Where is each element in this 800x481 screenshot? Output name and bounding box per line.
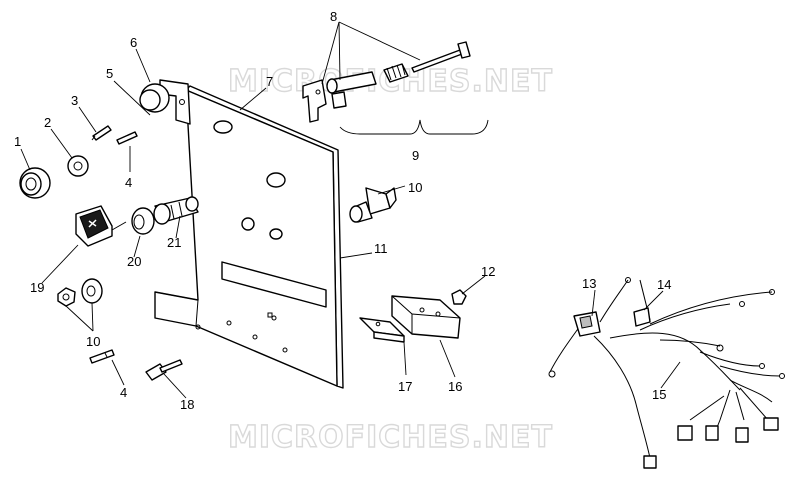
callout-11: 11 <box>374 241 388 256</box>
hex-nut-lower <box>57 287 76 307</box>
leader-lines <box>20 21 681 399</box>
dash-panel <box>154 85 344 389</box>
callout-12: 12 <box>481 264 495 279</box>
toggle-switch <box>349 187 397 223</box>
callout-17: 17 <box>398 379 412 394</box>
screw-3 <box>91 125 112 141</box>
screw-4-upper <box>116 131 138 145</box>
watermark-bottom: MICROFICHES.NET <box>228 420 553 455</box>
switch-assembly <box>302 41 471 123</box>
key-switch-bracket <box>139 79 191 125</box>
callout-20: 20 <box>127 254 141 269</box>
knurled-nut <box>19 167 51 199</box>
callout-3: 3 <box>71 93 78 108</box>
callout-10-upper: 10 <box>408 180 422 195</box>
callout-2: 2 <box>44 115 51 130</box>
callout-8: 8 <box>330 9 337 24</box>
callout-15: 15 <box>652 387 666 402</box>
callout-19: 19 <box>30 280 44 295</box>
plate-17 <box>359 317 405 343</box>
callout-5: 5 <box>106 66 113 81</box>
callout-21: 21 <box>167 235 181 250</box>
wiring-harness <box>548 277 785 469</box>
callout-7: 7 <box>266 74 273 89</box>
bolt-18 <box>145 359 183 381</box>
bulb-socket <box>153 196 199 225</box>
callout-18: 18 <box>180 397 194 412</box>
callout-4-lower: 4 <box>120 385 127 400</box>
callout-13: 13 <box>582 276 596 291</box>
callout-14: 14 <box>657 277 671 292</box>
callout-16: 16 <box>448 379 462 394</box>
callout-1: 1 <box>14 134 21 149</box>
callout-4-upper: 4 <box>125 175 132 190</box>
indicator-light <box>75 205 127 247</box>
lock-washer <box>67 155 89 177</box>
callout-9: 9 <box>412 148 419 163</box>
grommet <box>131 207 155 235</box>
screw-4-lower <box>89 349 115 364</box>
mount-16 <box>391 295 461 339</box>
washer-lower <box>81 278 103 304</box>
callout-6: 6 <box>130 35 137 50</box>
callout-10-lower: 10 <box>86 334 100 349</box>
